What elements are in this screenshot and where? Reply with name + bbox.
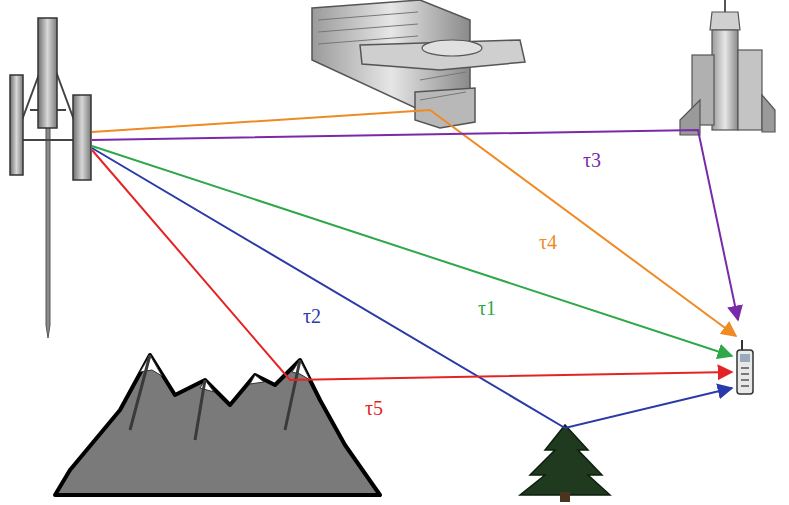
reflected-path bbox=[92, 110, 736, 336]
path-delay-label: τ3 bbox=[580, 148, 604, 172]
antenna-tower bbox=[10, 18, 91, 338]
skyscraper bbox=[680, 0, 775, 135]
propagation-paths bbox=[92, 110, 738, 428]
mobile-phone bbox=[737, 340, 753, 394]
direct-path bbox=[92, 146, 732, 356]
reflected-path bbox=[92, 150, 732, 380]
path-delay-label: τ4 bbox=[536, 230, 560, 254]
mountain-range bbox=[55, 355, 380, 495]
reflected-path bbox=[92, 148, 732, 428]
reflected-path bbox=[92, 130, 738, 320]
path-delay-label: τ1 bbox=[475, 296, 499, 320]
office-building bbox=[312, 0, 525, 128]
path-delay-label: τ2 bbox=[300, 304, 324, 328]
tree bbox=[520, 425, 610, 502]
path-delay-label: τ5 bbox=[362, 396, 386, 420]
